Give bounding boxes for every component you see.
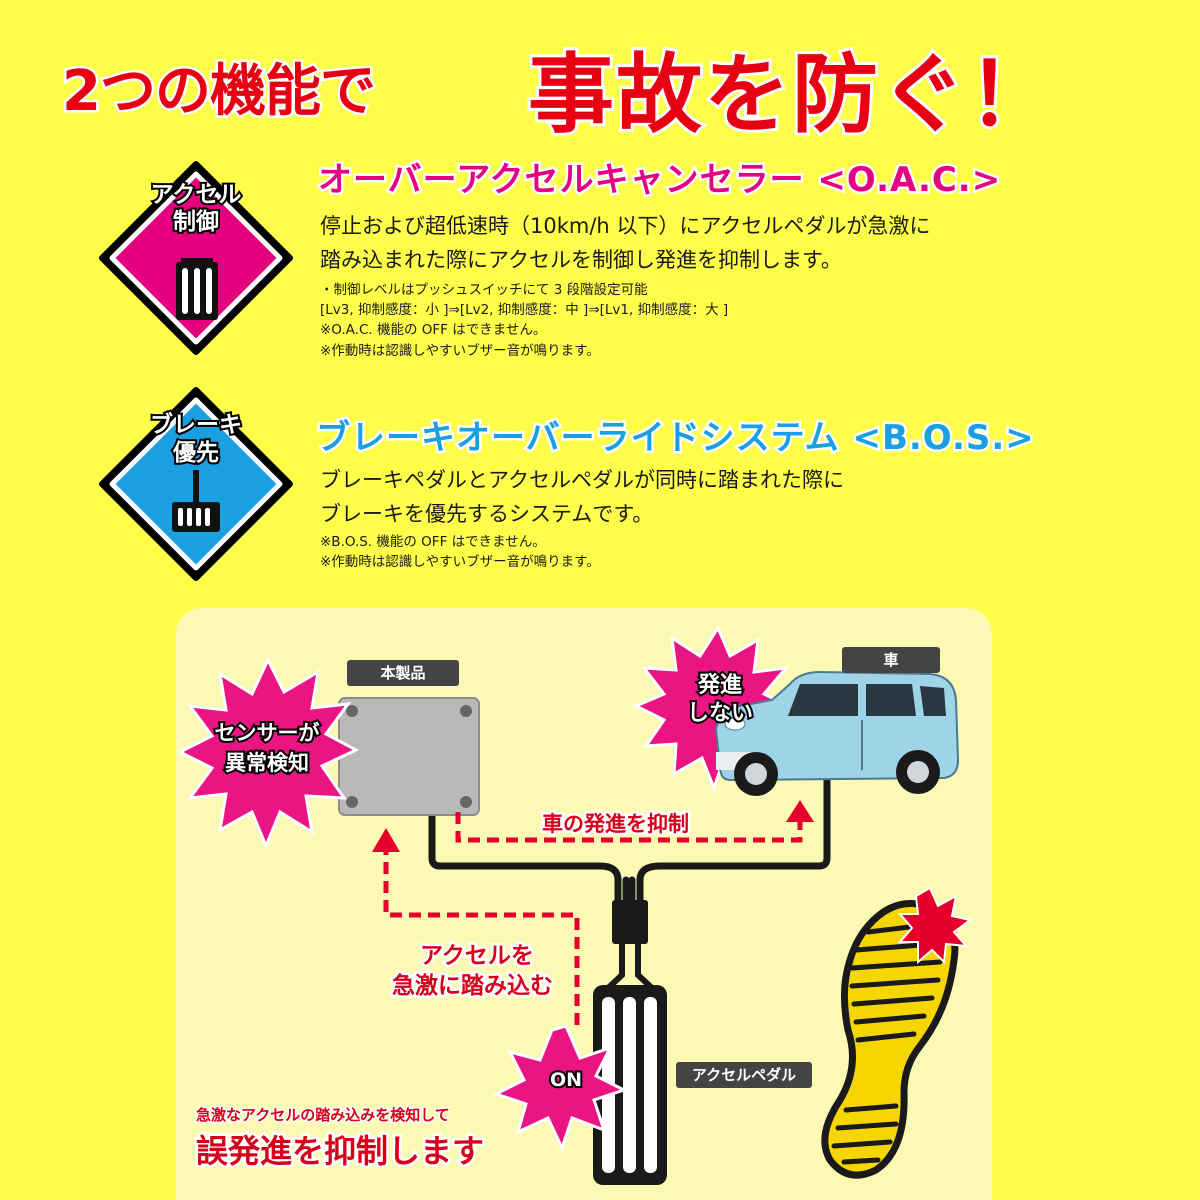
no-start-line2: しない [685,699,755,728]
accelerator-pedal-icon [176,258,218,320]
oac-desc-line1: 停止および超低速時（10km/h 以下）にアクセルペダルが急激に [320,214,931,238]
sensor-line1: センサーが [213,719,322,747]
bos-badge-line2: 優先 [171,438,221,468]
suppress-arrow [455,812,803,843]
car-illustration [714,670,960,796]
on-burst-icon [492,1024,628,1153]
headline: 2つの機能で 事故を防ぐ！ [0,18,1200,148]
oac-desc-line2: 踏み込まれた際にアクセルを制御し発進を抑制します。 [320,248,842,272]
bos-title: ブレーキオーバーライドシステム <B.O.S.> [314,416,1037,461]
oac-title: オーバーアクセルキャンセラー <O.A.C.> [315,158,1002,203]
press-arrow-head-icon [372,828,400,852]
on-label: ON [548,1067,584,1093]
impact-burst-icon [897,886,973,965]
oac-note2: [Lv3, 抑制感度：小 ]⇒[Lv2, 抑制感度：中 ]⇒[Lv1, 抑制感度… [320,302,729,318]
bottom-small-text: 急激なアクセルの踏み込みを検知して [195,1105,452,1126]
product-label: 本製品 [347,660,459,686]
sensor-burst-icon [176,656,360,850]
bottom-big-text: 誤発進を抑制します [193,1130,486,1173]
headline-part1: 2つの機能で [60,57,379,127]
pedal-label: アクセルペダル [676,1062,812,1088]
bos-badge: ブレーキ 優先 [96,384,296,584]
car-label: 車 [842,647,940,673]
bos-badge-line1: ブレーキ [148,410,244,440]
oac-note4: ※作動時は認識しやすいブザー音が鳴ります。 [320,343,600,359]
press-arrow [383,850,580,1025]
suppress-arrow-head-icon [786,800,814,822]
connector-wires [603,944,657,993]
bos-desc-line1: ブレーキペダルとアクセルペダルが同時に踏まれた際に [320,468,844,492]
bos-note2: ※作動時は認識しやすいブザー音が鳴ります。 [320,554,600,570]
press-line1: アクセルを [418,941,537,972]
oac-badge-line2: 制御 [171,207,221,237]
oac-note3: ※O.A.C. 機能の OFF はできません。 [320,322,547,338]
bos-note1: ※B.O.S. 機能の OFF はできません。 [320,534,546,550]
suppress-label: 車の発進を抑制 [540,810,692,839]
headline-part2: 事故を防ぐ！ [525,42,1057,148]
oac-diamond-icon [99,161,293,355]
oac-badge-line1: アクセル [149,180,244,210]
brake-pedal-icon [172,470,220,532]
product-box [338,697,480,816]
oac-note1: ・制御レベルはプッシュスイッチにて 3 段階設定可能 [320,282,648,298]
no-start-burst-icon [632,624,796,793]
oac-badge: アクセル 制御 [96,158,296,358]
bos-diamond-icon [99,387,293,581]
bos-desc-line2: ブレーキを優先するシステムです。 [320,502,654,526]
connector-block [612,900,648,944]
press-line2: 急激に踏み込む [390,971,556,1002]
sensor-line2: 異常検知 [223,749,311,777]
no-start-line1: 発進 [696,671,744,700]
